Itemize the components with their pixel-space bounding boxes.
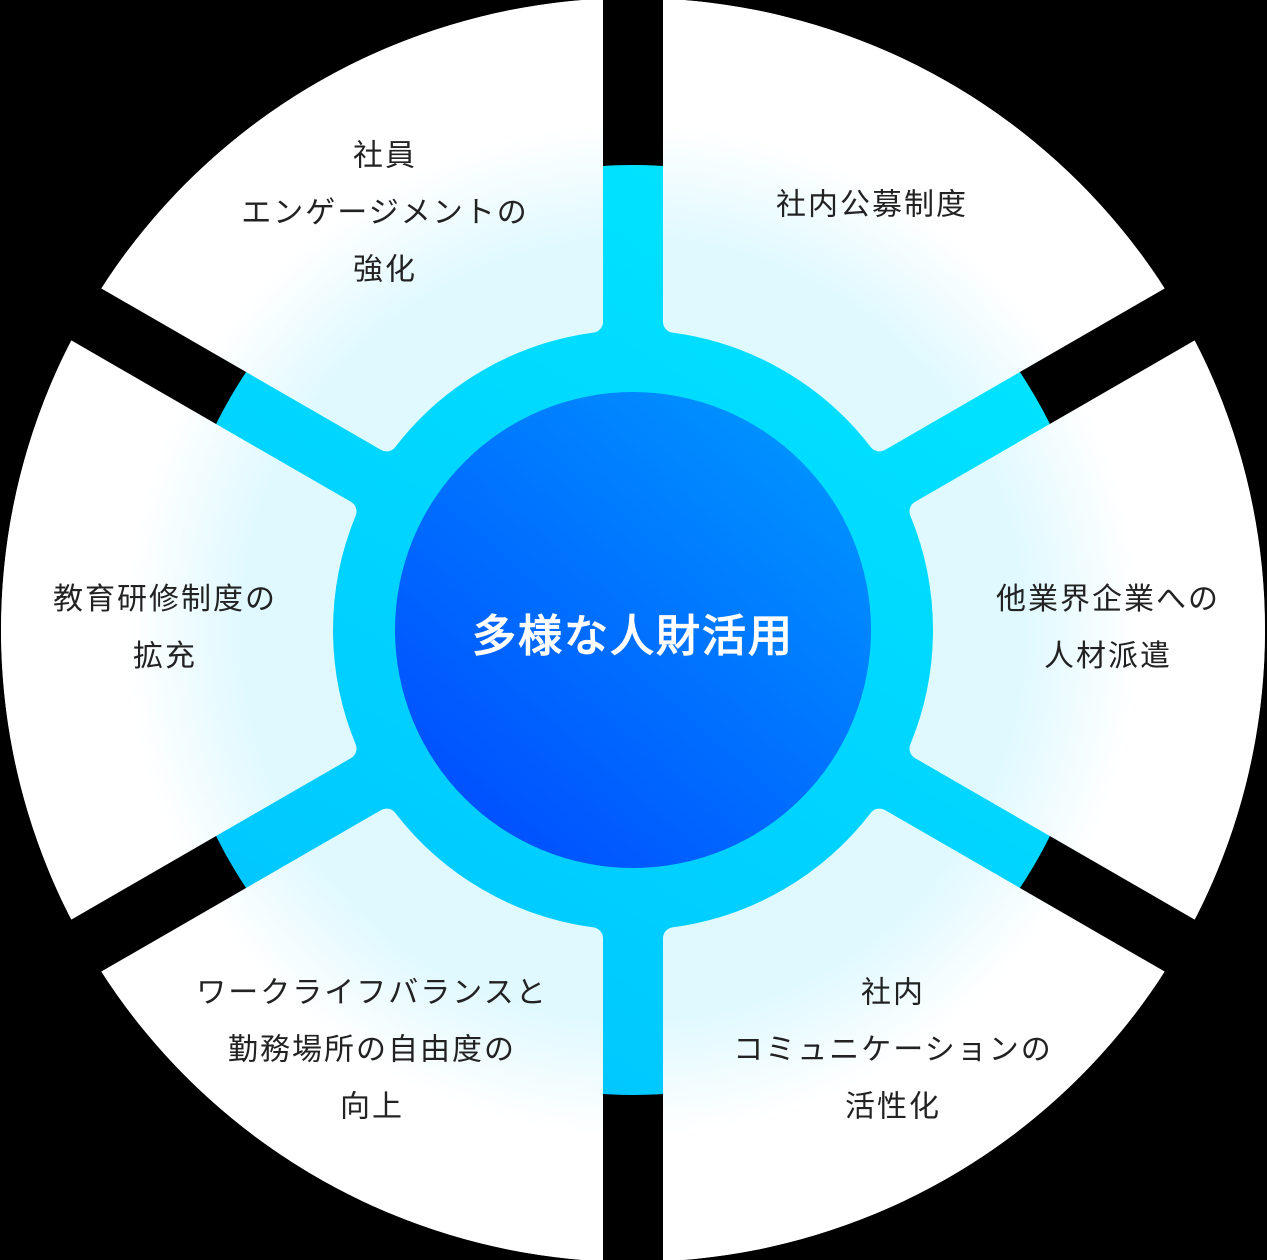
segment-right (909, 339, 1265, 921)
segment-label-left: 教育研修制度の 拡充 (53, 582, 277, 674)
core-circle (395, 392, 871, 868)
segment-top-left (96, 0, 603, 452)
segment-label-bottom-left: ワークライフバランスと 勤務場所の自由度の 向上 (196, 975, 548, 1125)
segment-top-right (663, 0, 1170, 452)
segment-label-top-left: 社員 エンゲージメントの 強化 (241, 138, 529, 288)
segment-label-bottom-right: 社内 コミュニケーションの 活性化 (733, 975, 1053, 1125)
segment-label-top-right: 社内公募制度 (776, 187, 968, 223)
segment-bottom-right (663, 808, 1170, 1260)
center-title: 多様な人財活用 (472, 611, 794, 662)
segment-left (1, 339, 357, 921)
segment-bottom-left (96, 808, 603, 1260)
segment-label-right: 他業界企業への 人材派遣 (996, 582, 1220, 674)
